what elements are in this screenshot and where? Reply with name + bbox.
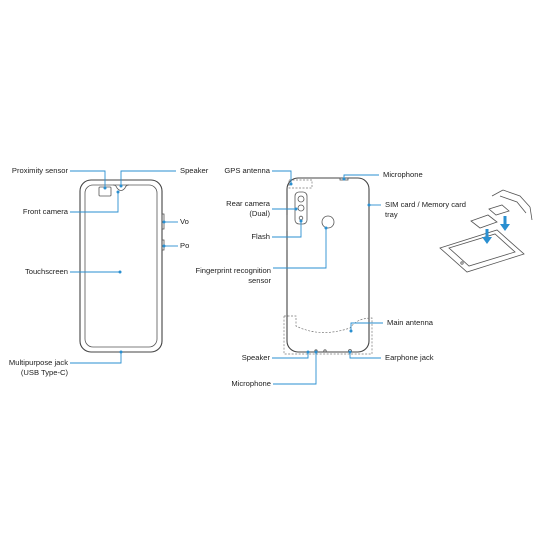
rear-flash [298, 215, 304, 221]
multipurpose-jack-callout [70, 352, 122, 364]
multipurpose-jack-label: Multipurpose jack (USB Type-C) [9, 358, 68, 377]
tray-pinhole [460, 261, 464, 265]
sim-tray-label-line1: SIM card / Memory card [385, 200, 467, 209]
main-antenna-callout [350, 322, 383, 331]
tray-inner [448, 233, 516, 267]
multipurpose-jack-label-line1: Multipurpose jack [8, 358, 68, 367]
multipurpose-jack-label-line2: (USB Type-C) [20, 367, 68, 377]
volume-key-label: Vo [180, 217, 189, 226]
microphone-bottom-label: Microphone [231, 379, 271, 388]
front-callouts [70, 170, 178, 364]
gps-antenna-label: GPS antenna [224, 166, 270, 175]
rear-camera-lens-2 [297, 204, 305, 212]
flash-label: Flash [251, 232, 270, 241]
speaker-top-callout [120, 170, 176, 186]
speaker-bottom-label: Speaker [241, 353, 270, 362]
gps-antenna-callout [272, 170, 292, 184]
earphone-jack-label: Earphone jack [385, 353, 434, 362]
memory-card [488, 204, 510, 216]
speaker-bottom-callout [272, 352, 309, 359]
phone-edge [491, 189, 533, 221]
phone-rear-view [283, 177, 373, 355]
front-camera-callout [70, 192, 119, 213]
front-camera-label: Front camera [22, 207, 68, 216]
rear-callouts [272, 170, 383, 385]
main-antenna-area [283, 315, 373, 355]
rear-camera-label: Rear camera (Dual) [226, 199, 270, 218]
power-key-label: Po [180, 241, 190, 250]
touchscreen-label: Touchscreen [24, 267, 68, 276]
front-screen-area [84, 184, 158, 348]
flash-callout [272, 221, 302, 238]
front-notch [112, 184, 130, 191]
fingerprint-callout [273, 228, 327, 269]
sim-tray-label-line2: tray [385, 209, 398, 219]
rear-camera-lens-1 [297, 195, 305, 203]
rear-camera-label-line1: Rear camera [226, 199, 270, 208]
fingerprint-label-line1: Fingerprint recognition [195, 266, 271, 275]
front-phone-body [79, 179, 163, 353]
proximity-sensor-label: Proximity sensor [11, 166, 68, 175]
gps-antenna-area [288, 179, 313, 189]
rear-phone-body [286, 177, 370, 353]
proximity-sensor-callout [70, 170, 106, 188]
fingerprint-label-line2: sensor [248, 275, 271, 285]
fingerprint-label: Fingerprint recognition sensor [195, 266, 271, 285]
fingerprint-sensor-mark [321, 215, 335, 229]
microphone-bottom-callout [273, 352, 317, 385]
sim-tray-label: SIM card / Memory card tray [385, 200, 466, 219]
rear-camera-label-line2: (Dual) [249, 208, 270, 218]
speaker-top-label: Speaker [180, 166, 209, 175]
tray-outer [439, 229, 525, 273]
earphone-jack-callout [349, 352, 381, 359]
phone-front-view [79, 179, 165, 353]
phone-edge-inner [499, 195, 527, 214]
microphone-top-label: Microphone [383, 170, 423, 179]
sim-tray-illustration [439, 189, 533, 273]
main-antenna-label: Main antenna [387, 318, 434, 327]
sim-card [470, 214, 498, 229]
